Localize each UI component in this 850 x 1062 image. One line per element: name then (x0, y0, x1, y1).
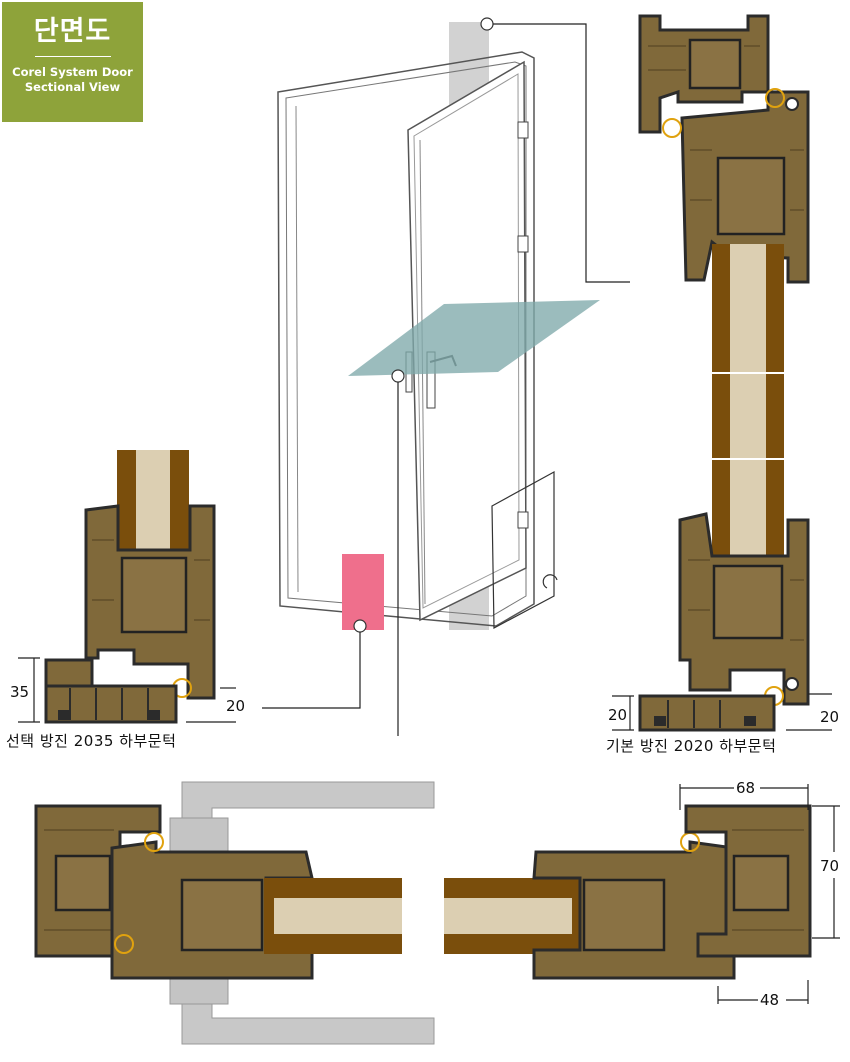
hinge-detail-box (491, 470, 555, 629)
caption-optional-threshold: 선택 방진 2035 하부문턱 (6, 732, 176, 750)
right-vertical-section: 20 20 기본 방진 2020 하부문턱 (606, 14, 839, 755)
handle-bottom (181, 1003, 435, 1045)
leader-line-right (493, 23, 630, 283)
door-illustration (262, 17, 630, 736)
dim-label-48: 48 (760, 991, 779, 1009)
hinge-top (517, 121, 529, 139)
dim-label-68: 68 (736, 779, 755, 797)
hinge-bottom (517, 511, 529, 529)
dim-label-70: 70 (820, 857, 839, 875)
badge-title: 단면도 (33, 16, 112, 47)
leader-line-left (262, 632, 361, 709)
threshold-marker (342, 554, 384, 630)
horizontal-section-plane (348, 300, 600, 376)
dim-label-20-right: 20 (820, 708, 839, 726)
caption-basic-threshold: 기본 방진 2020 하부문턱 (606, 737, 776, 755)
bottom-horizontal-section: 68 70 48 (34, 779, 840, 1045)
title-badge: 단면도 Corel System Door Sectional View (2, 2, 143, 122)
left-threshold-detail: 35 20 선택 방진 2035 하부문턱 (6, 450, 245, 750)
dim-label-35: 35 (10, 683, 29, 701)
door-frame-inner (285, 61, 527, 617)
dim-label-20-left: 20 (608, 706, 627, 724)
leader-node-plane (391, 369, 405, 383)
leader-node-top (480, 17, 494, 31)
dim-label-20: 20 (226, 697, 245, 715)
badge-subtitle-line2: Sectional View (24, 80, 121, 94)
badge-subtitle-line1: Corel System Door (12, 65, 133, 79)
leader-node-threshold (353, 619, 367, 633)
door-frame-outline (277, 51, 535, 627)
hinge-middle (517, 235, 529, 253)
badge-divider (34, 56, 111, 57)
